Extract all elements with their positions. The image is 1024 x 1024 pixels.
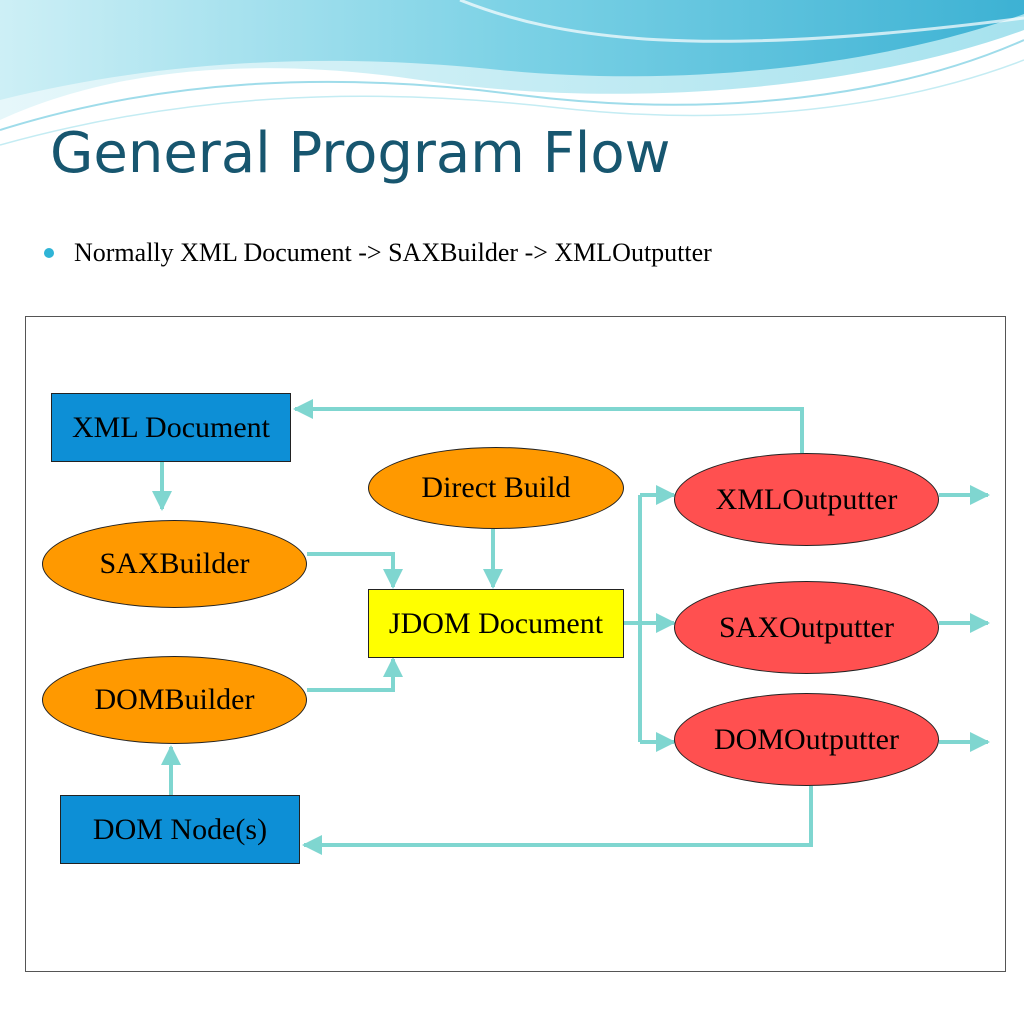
node-dombuilder: DOMBuilder bbox=[42, 656, 307, 744]
bullet-item: Normally XML Document -> SAXBuilder -> X… bbox=[44, 238, 712, 268]
bullet-dot-icon bbox=[44, 248, 54, 258]
arrow-saxbuilder-to-jdom bbox=[307, 552, 403, 589]
header-wave-decoration bbox=[0, 0, 1024, 146]
bullet-list: Normally XML Document -> SAXBuilder -> X… bbox=[44, 238, 712, 268]
node-direct-build: Direct Build bbox=[368, 447, 624, 529]
program-flow-diagram: XML Document SAXBuilder DOMBuilder DOM N… bbox=[25, 316, 1006, 972]
node-dom-nodes: DOM Node(s) bbox=[60, 795, 300, 864]
slide-title: General Program Flow bbox=[50, 121, 671, 186]
node-saxoutputter: SAXOutputter bbox=[674, 581, 939, 674]
arrow-domoutputter-to-domnodes bbox=[302, 786, 813, 855]
arrow-xmloutputter-to-xmldoc bbox=[293, 399, 804, 453]
node-jdom-document: JDOM Document bbox=[368, 589, 624, 658]
node-xmloutputter: XMLOutputter bbox=[674, 453, 939, 546]
node-domoutputter: DOMOutputter bbox=[674, 693, 939, 786]
arrow-dombuilder-to-jdom bbox=[307, 657, 403, 692]
connector-arrows bbox=[152, 399, 990, 855]
node-saxbuilder: SAXBuilder bbox=[42, 520, 307, 608]
bullet-text: Normally XML Document -> SAXBuilder -> X… bbox=[74, 238, 712, 267]
node-xml-document: XML Document bbox=[51, 393, 291, 462]
